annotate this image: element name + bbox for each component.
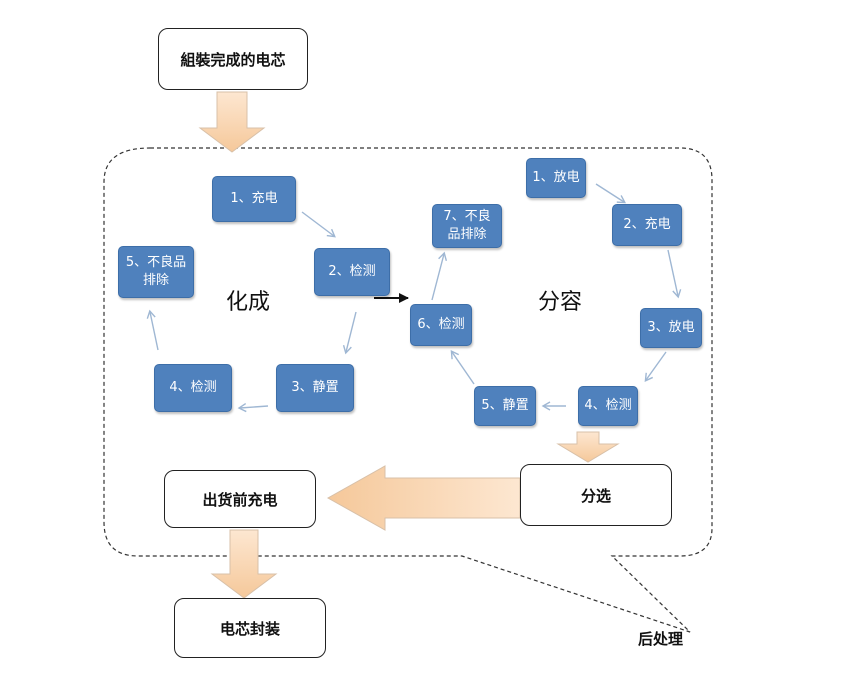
formation-step-inspect-2: 4、检测 <box>154 364 232 412</box>
formation-arrow-4-5 <box>146 309 159 351</box>
formation-step-rest: 3、静置 <box>276 364 354 412</box>
formation-arrow-3-4 <box>237 403 269 413</box>
sorting-box: 分选 <box>520 464 672 526</box>
formation-step-inspect: 2、检测 <box>314 248 390 296</box>
grading-arrow-5-6 <box>450 350 475 385</box>
cell-packaging-box: 电芯封装 <box>174 598 326 658</box>
assembled-cell-box: 組裝完成的电芯 <box>158 28 308 90</box>
grading-title: 分容 <box>538 290 583 315</box>
dashed-callout-region <box>103 147 713 633</box>
grading-step-inspect: 4、检测 <box>578 386 638 426</box>
grading-arrow-1-2 <box>595 183 627 204</box>
down-arrow-to-sorting <box>556 431 620 463</box>
down-arrow-to-package <box>210 529 278 599</box>
grading-arrow-3-4 <box>644 351 667 382</box>
grading-step-reject: 7、不良 品排除 <box>432 204 502 248</box>
grading-step-rest: 5、静置 <box>474 386 536 426</box>
formation-step-reject: 5、不良品 排除 <box>118 246 194 298</box>
post-process-label: 后处理 <box>638 630 684 648</box>
formation-title: 化成 <box>226 290 271 315</box>
formation-step-charge: 1、充电 <box>212 176 296 222</box>
grading-arrow-2-3 <box>667 249 682 299</box>
down-arrow-top <box>198 91 266 153</box>
formation-arrow-2-3 <box>342 311 357 355</box>
grading-step-inspect-2: 6、检测 <box>410 304 472 346</box>
left-arrow-to-precharge <box>326 465 521 531</box>
formation-arrow-1-2 <box>301 211 336 238</box>
grading-step-discharge: 1、放电 <box>526 158 586 198</box>
grading-arrow-6-7 <box>431 251 448 301</box>
grading-step-charge: 2、充电 <box>612 204 682 246</box>
grading-step-discharge-2: 3、放电 <box>640 308 702 348</box>
pre-shipment-charge-box: 出货前充电 <box>164 470 316 528</box>
